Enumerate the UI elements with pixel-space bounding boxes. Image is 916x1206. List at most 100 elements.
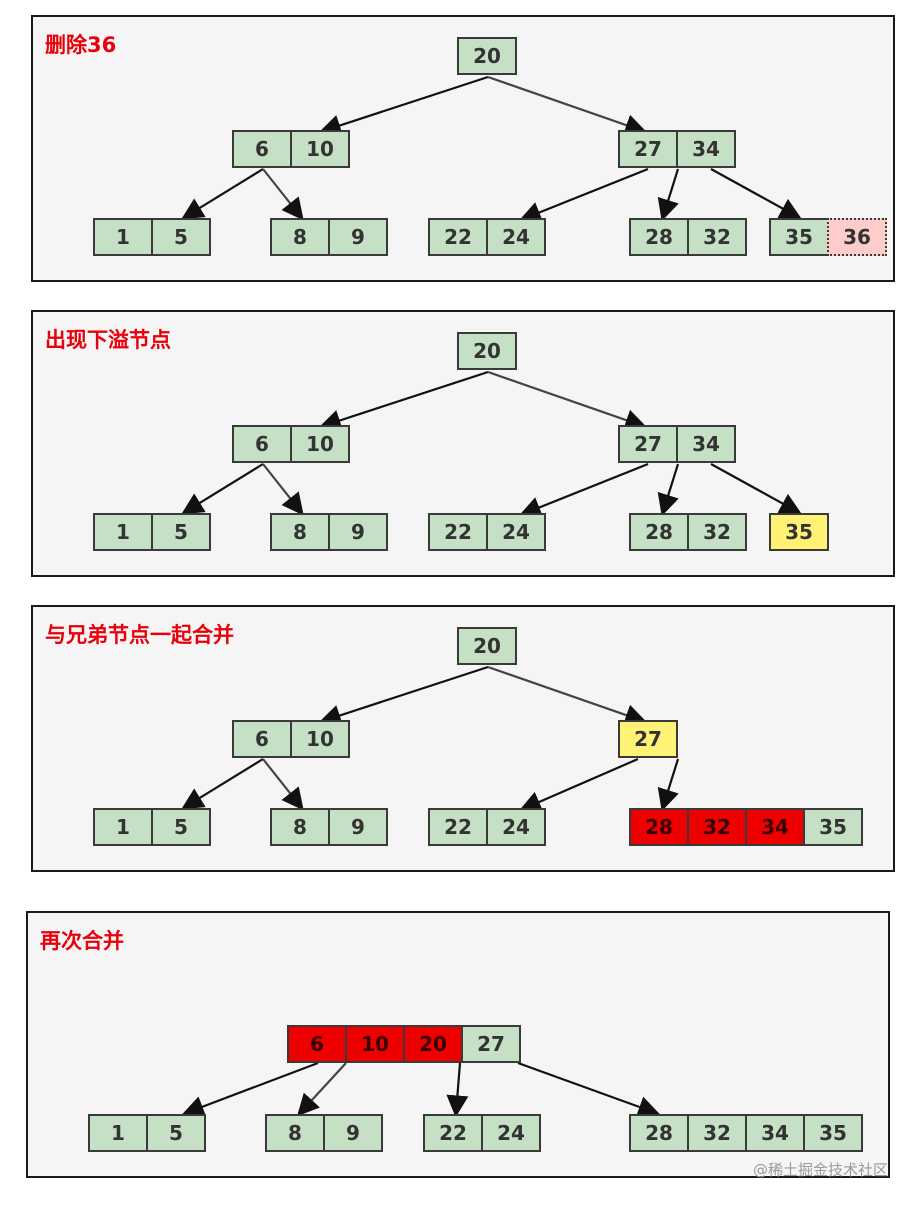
key: 34 <box>676 130 736 168</box>
panel-merge-with-sibling: 与兄弟节点一起合并 20 6 10 27 1 5 8 9 22 24 28 32… <box>31 605 895 872</box>
key: 8 <box>270 218 330 256</box>
key: 1 <box>88 1114 148 1152</box>
node-28-32: 28 32 <box>629 218 747 256</box>
key: 22 <box>428 513 488 551</box>
key: 20 <box>457 332 517 370</box>
edge-6-10-right <box>262 758 304 811</box>
key: 9 <box>328 808 388 846</box>
node-6-10: 6 10 <box>232 130 350 168</box>
edge-root-right <box>487 370 648 431</box>
node-root: 20 <box>457 627 517 665</box>
key: 6 <box>232 720 292 758</box>
merged-key: 6 <box>287 1025 347 1063</box>
deleted-key: 36 <box>827 218 887 256</box>
key: 5 <box>151 218 211 256</box>
edge-27-left <box>518 757 639 813</box>
key: 6 <box>232 425 292 463</box>
key: 1 <box>93 513 153 551</box>
edge-root-c <box>446 1062 469 1118</box>
key: 35 <box>803 1114 863 1152</box>
tree-edges <box>181 370 802 518</box>
merged-key: 10 <box>345 1025 405 1063</box>
key: 24 <box>486 808 546 846</box>
key: 10 <box>290 720 350 758</box>
key: 28 <box>629 218 689 256</box>
edge-root-left <box>318 665 489 726</box>
merged-key: 34 <box>745 808 805 846</box>
edge-root-a <box>181 1061 319 1118</box>
key: 24 <box>486 218 546 256</box>
key: 22 <box>428 218 488 256</box>
edge-root-right <box>487 665 648 726</box>
key: 28 <box>629 513 689 551</box>
node-22-24: 22 24 <box>428 513 546 551</box>
node-28-32-34-35: 28 32 34 35 <box>629 1114 863 1152</box>
merged-key: 32 <box>687 808 747 846</box>
node-1-5: 1 5 <box>93 218 211 256</box>
node-8-9: 8 9 <box>265 1114 383 1152</box>
key: 10 <box>290 130 350 168</box>
key: 20 <box>457 627 517 665</box>
key: 9 <box>328 218 388 256</box>
key: 9 <box>323 1114 383 1152</box>
node-22-24: 22 24 <box>423 1114 541 1152</box>
node-27: 27 <box>618 720 678 758</box>
key: 1 <box>93 808 153 846</box>
key: 35 <box>769 218 829 256</box>
key: 35 <box>803 808 863 846</box>
key: 27 <box>461 1025 521 1063</box>
key: 20 <box>457 37 517 75</box>
key: 22 <box>423 1114 483 1152</box>
key: 5 <box>151 808 211 846</box>
merged-key: 28 <box>629 808 689 846</box>
tree-edges <box>181 665 680 813</box>
node-6-10: 6 10 <box>232 720 350 758</box>
key: 8 <box>270 808 330 846</box>
panel-title: 删除36 <box>45 33 117 57</box>
node-27-34: 27 34 <box>618 425 736 463</box>
key: 8 <box>265 1114 325 1152</box>
edge-27-34-c <box>710 168 802 220</box>
node-1-5: 1 5 <box>93 513 211 551</box>
key: 27 <box>618 130 678 168</box>
edge-27-34-b <box>657 463 680 517</box>
edge-root-b <box>297 1062 347 1117</box>
underflow-key: 27 <box>618 720 678 758</box>
key: 1 <box>93 218 153 256</box>
key: 22 <box>428 808 488 846</box>
key: 8 <box>270 513 330 551</box>
watermark: @稀土掘金技术社区 <box>752 1161 888 1179</box>
node-6-10: 6 10 <box>232 425 350 463</box>
key: 32 <box>687 1114 747 1152</box>
key: 9 <box>328 513 388 551</box>
edge-6-10-right <box>262 463 304 516</box>
node-35-36: 35 36 <box>769 218 887 256</box>
node-8-9: 8 9 <box>270 808 388 846</box>
key: 10 <box>290 425 350 463</box>
node-merged-root: 6 10 20 27 <box>287 1025 521 1063</box>
merged-key: 20 <box>403 1025 463 1063</box>
node-merged-leaf: 28 32 34 35 <box>629 808 863 846</box>
tree-edges <box>181 75 802 223</box>
edge-root-right <box>487 75 648 136</box>
key: 6 <box>232 130 292 168</box>
key: 32 <box>687 513 747 551</box>
node-1-5: 1 5 <box>88 1114 206 1152</box>
key: 5 <box>151 513 211 551</box>
edge-6-10-left <box>181 463 264 515</box>
edge-6-10-left <box>181 758 264 810</box>
edge-27-34-a <box>518 462 649 518</box>
node-22-24: 22 24 <box>428 218 546 256</box>
edge-6-10-right <box>262 168 304 221</box>
underflow-key: 35 <box>769 513 829 551</box>
node-27-34: 27 34 <box>618 130 736 168</box>
key: 32 <box>687 218 747 256</box>
edge-27-34-c <box>710 463 802 515</box>
edge-27-34-b <box>657 168 680 222</box>
tree-edges <box>181 1061 661 1118</box>
edge-root-d <box>517 1061 661 1118</box>
node-28-32: 28 32 <box>629 513 747 551</box>
node-22-24: 22 24 <box>428 808 546 846</box>
node-root: 20 <box>457 37 517 75</box>
key: 27 <box>618 425 678 463</box>
